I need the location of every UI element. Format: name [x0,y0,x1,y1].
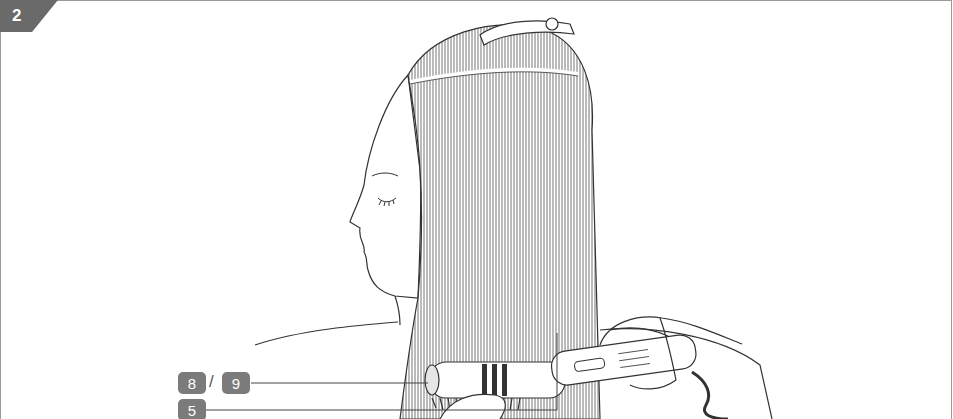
tab-shape [0,0,58,32]
hand [600,317,742,389]
leader-line [251,383,428,384]
hair-clip [546,18,558,30]
leader-line [206,333,557,410]
step-number: 2 [0,0,58,32]
hand [440,394,505,419]
hair-parting [410,70,578,82]
tab-shape [0,0,58,32]
separator-label: / [209,372,214,392]
number-text: 5 [188,402,196,419]
hair-parting [410,72,578,84]
number-text: 2 [12,6,21,26]
styler [425,333,728,419]
face [350,75,421,298]
neck-line [395,296,400,325]
shoulder-line [255,322,398,345]
callout-number: 8 [178,372,206,394]
number-text: 8 [188,375,196,392]
callout-number: 5 [178,399,206,419]
eyebrow [372,173,398,176]
eye [378,198,396,206]
number-text: 9 [232,375,240,392]
hair-clip [480,21,574,45]
callout-number: 9 [222,372,250,394]
